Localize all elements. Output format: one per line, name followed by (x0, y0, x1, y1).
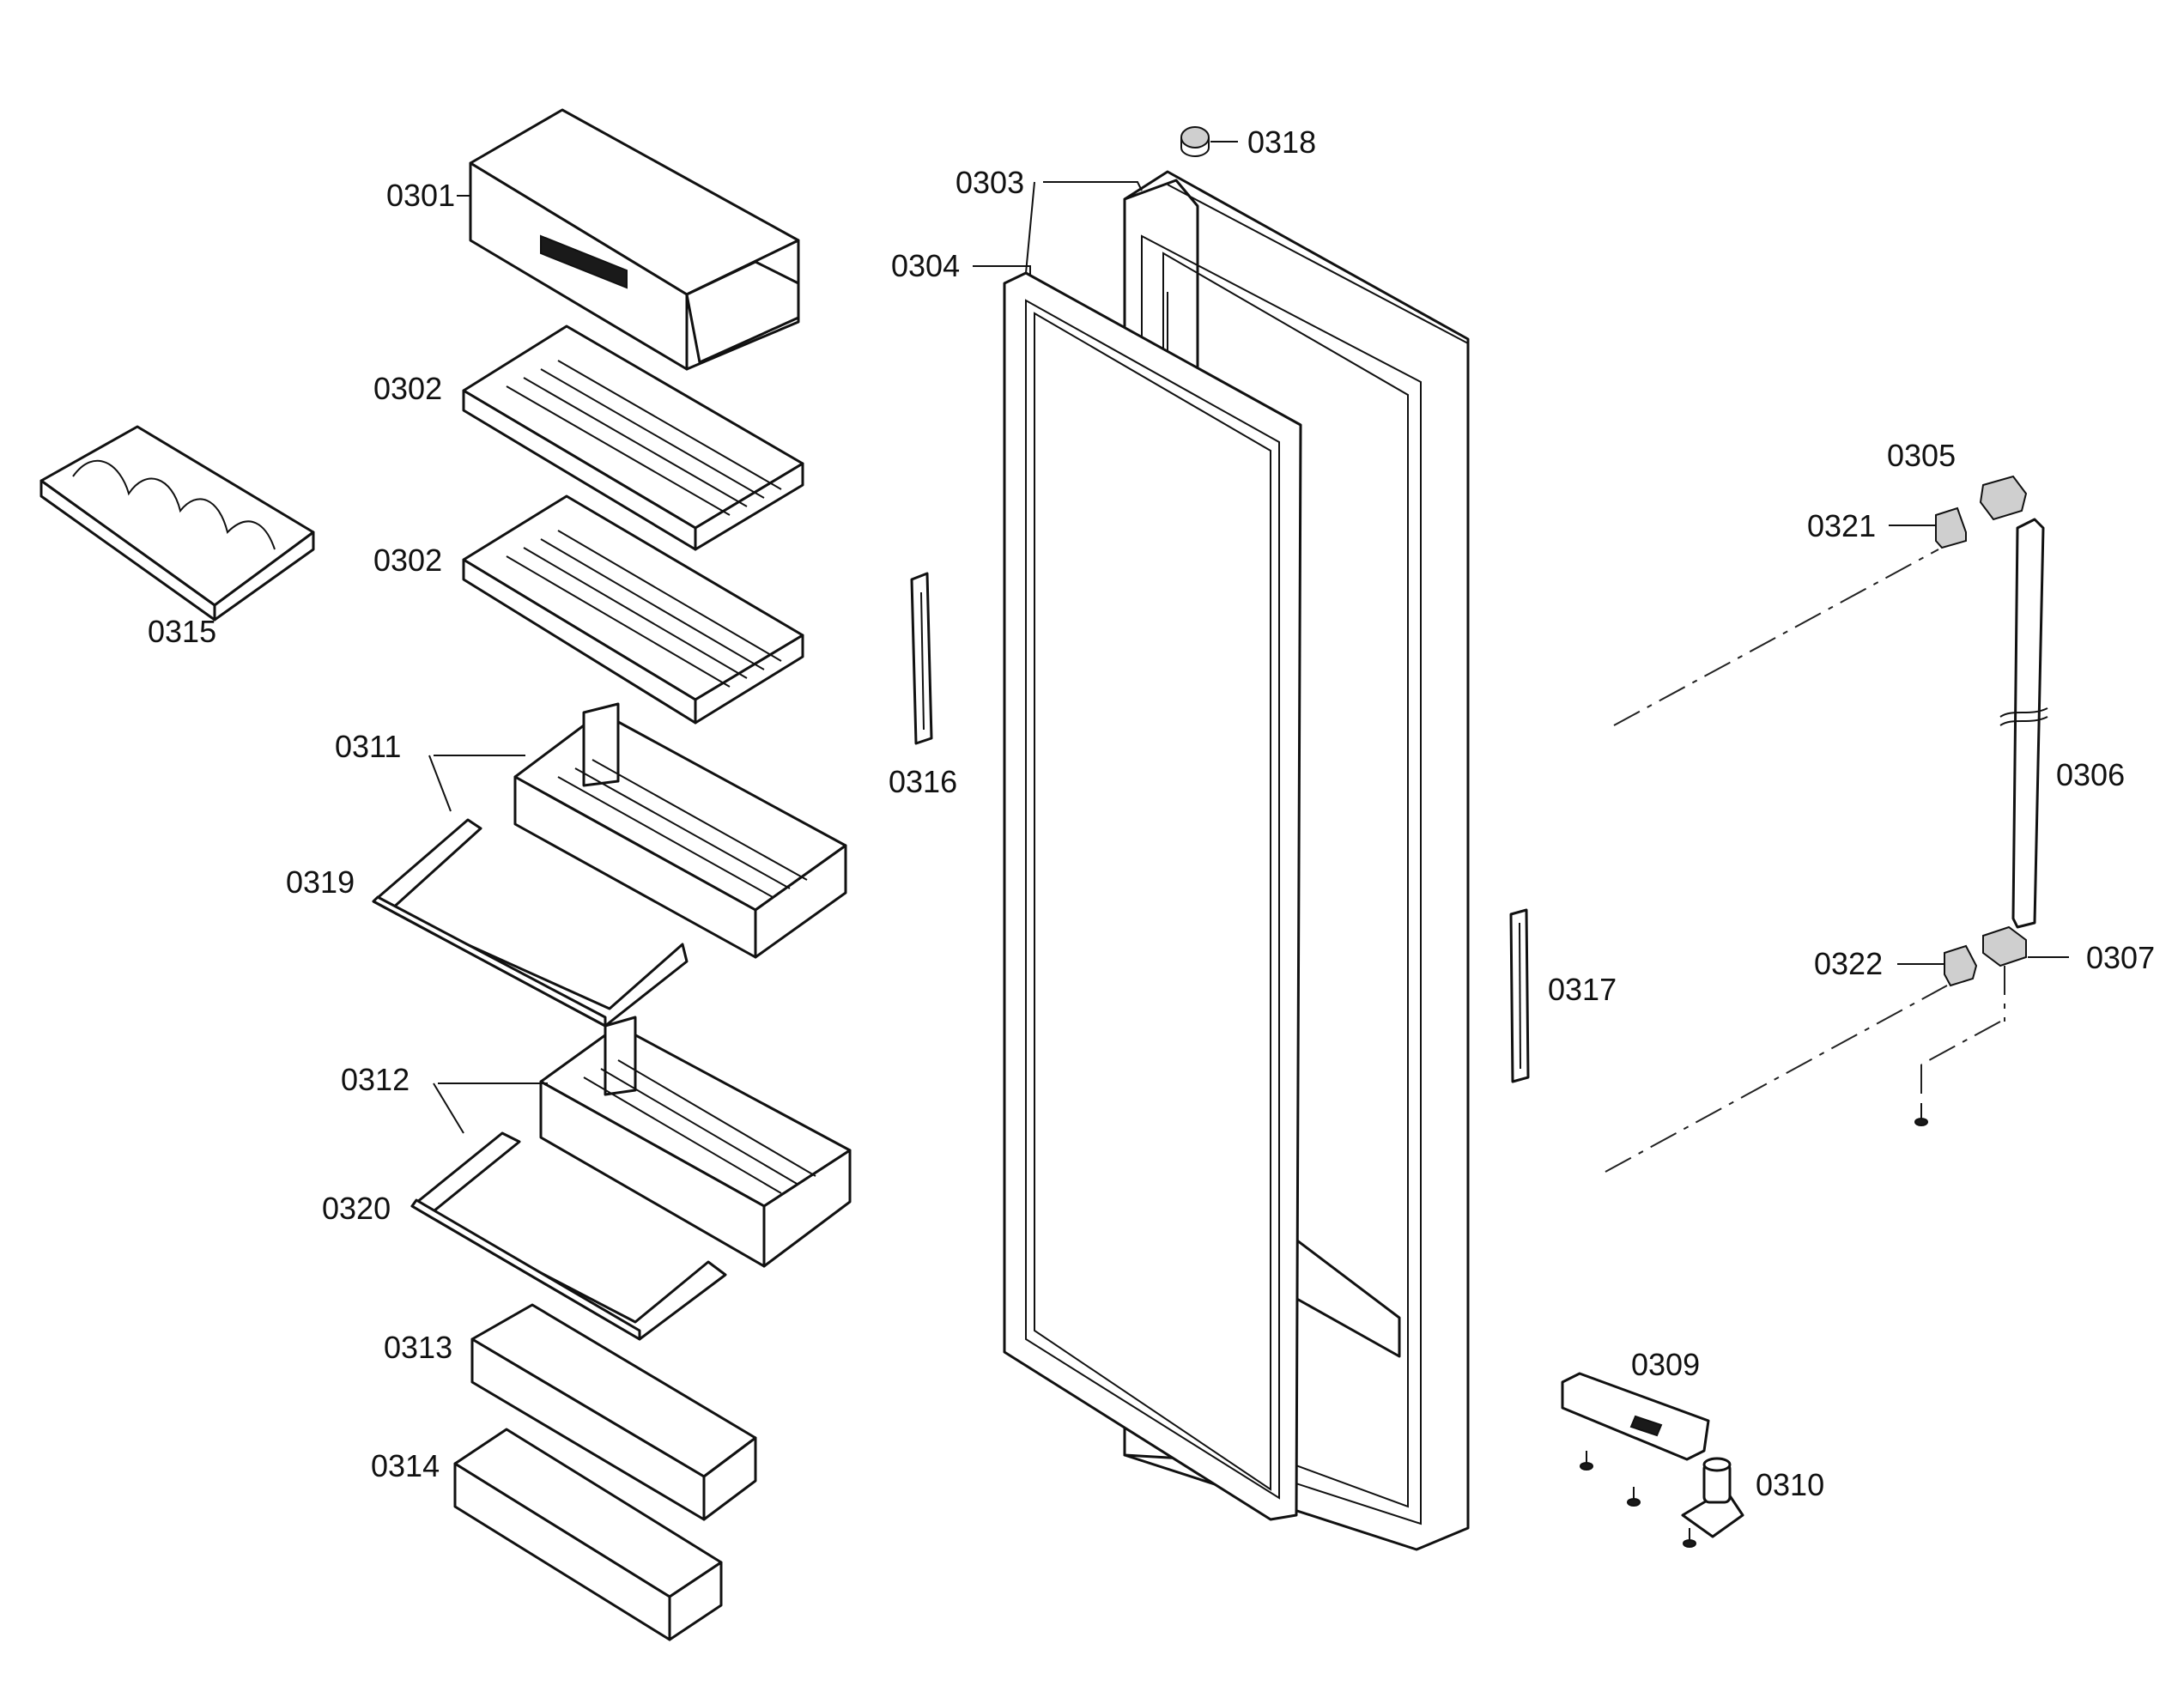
callout-0303: 0303 (956, 165, 1025, 200)
part-0315-tray[interactable] (39, 425, 315, 622)
callout-0302-upper: 0302 (373, 371, 443, 406)
callout-0310: 0310 (1756, 1467, 1825, 1502)
part-0314-door-bin[interactable] (453, 1428, 723, 1641)
callout-0316: 0316 (889, 764, 958, 799)
handle-screw (1914, 1103, 1928, 1126)
part-0304-door-gasket[interactable] (1003, 271, 1302, 1521)
part-0312-door-bin[interactable] (539, 1016, 852, 1268)
hinge-screw (1580, 1451, 1696, 1548)
callout-0321: 0321 (1807, 508, 1877, 543)
callout-0322: 0322 (1814, 946, 1884, 981)
part-0305-handle-cap[interactable] (1979, 475, 2028, 521)
part-0309-lower-hinge[interactable] (1561, 1372, 1710, 1461)
callout-0302-lower: 0302 (373, 543, 443, 578)
part-0302-shelf-upper[interactable] (462, 324, 804, 551)
callout-0319: 0319 (286, 864, 355, 900)
part-0320-bin-rail[interactable] (410, 1131, 727, 1341)
callout-0313: 0313 (384, 1330, 453, 1365)
callout-0301: 0301 (386, 178, 456, 213)
part-0322-handle-mount[interactable] (1944, 944, 1978, 987)
callout-0311: 0311 (335, 729, 402, 764)
callout-0309: 0309 (1631, 1347, 1701, 1382)
part-0321-handle-mount[interactable] (1935, 506, 1967, 549)
part-0313-door-bin[interactable] (470, 1303, 757, 1521)
callout-0307: 0307 (2086, 940, 2156, 975)
alignment-lines (1605, 549, 2005, 1173)
part-0310-hinge-pin[interactable] (1681, 1457, 1744, 1538)
callout-0305: 0305 (1887, 438, 1956, 473)
part-0307-handle-cap[interactable] (1982, 925, 2027, 967)
callout-0304: 0304 (891, 248, 961, 283)
callout-0317: 0317 (1548, 972, 1617, 1007)
callout-0312: 0312 (341, 1062, 410, 1097)
part-0319-bin-rail[interactable] (372, 818, 689, 1028)
part-0306-handle-bar[interactable] (1999, 518, 2048, 929)
part-0301-dairy-compartment[interactable] (469, 108, 800, 371)
callout-0306: 0306 (2056, 757, 2126, 792)
callout-0318: 0318 (1247, 124, 1317, 160)
part-0318-hinge-cap[interactable] (1180, 126, 1210, 157)
callout-0315: 0315 (148, 614, 217, 649)
callout-0314: 0314 (371, 1448, 440, 1483)
part-0316-hinge-strip[interactable] (910, 572, 933, 745)
part-0311-door-bin[interactable] (513, 702, 847, 959)
part-0302-shelf-lower[interactable] (462, 494, 804, 725)
callout-0320: 0320 (322, 1191, 391, 1226)
leader-lines (428, 141, 2069, 1134)
part-0317-door-bracket[interactable] (1509, 908, 1530, 1083)
